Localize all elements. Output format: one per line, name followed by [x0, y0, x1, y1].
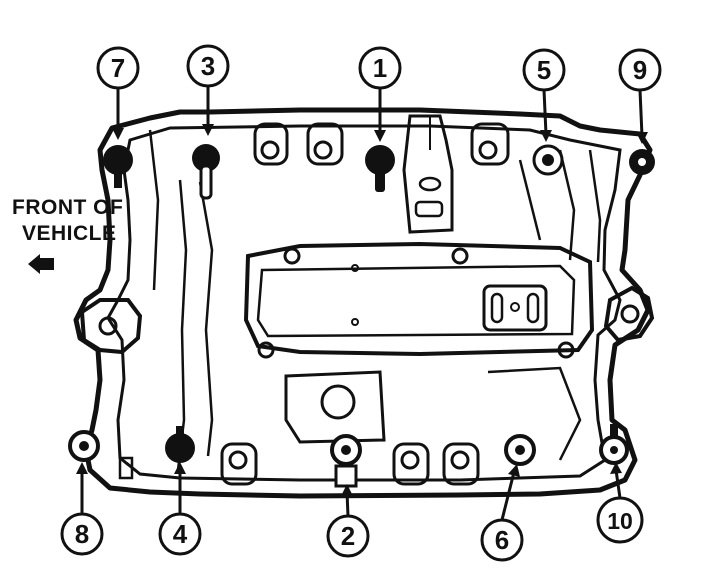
callout-2: 2: [326, 484, 370, 558]
callout-7: 7: [96, 46, 140, 140]
bolt-2: [330, 434, 362, 488]
callout-label: 4: [173, 519, 188, 549]
front-label-line1: FRONT OF: [12, 196, 123, 219]
callout-label: 1: [373, 53, 387, 83]
callout-5: 5: [522, 48, 566, 142]
bolt-1: [365, 145, 395, 192]
bolt-5: [532, 144, 564, 176]
bolt-4: [165, 426, 195, 463]
front-of-vehicle-indicator: FRONT OF VEHICLE: [12, 196, 123, 274]
callout-8: 8: [60, 462, 104, 556]
callout-label: 9: [633, 55, 647, 85]
manifold-body: [73, 107, 655, 499]
callout-label: 3: [201, 51, 215, 81]
callout-label: 10: [607, 508, 633, 534]
callout-10: 10: [596, 462, 644, 544]
callout-label: 2: [341, 521, 355, 551]
callout-3: 3: [186, 44, 230, 136]
callout-label: 5: [537, 55, 551, 85]
callout-label: 7: [111, 53, 125, 83]
bolt-9: [629, 149, 655, 175]
front-label-line2: VEHICLE: [22, 222, 117, 245]
callout-4: 4: [158, 462, 202, 556]
bolt-6: [504, 434, 536, 466]
callout-label: 8: [75, 519, 89, 549]
callout-label: 6: [495, 525, 509, 555]
callout-9: 9: [618, 48, 662, 144]
callout-6: 6: [480, 464, 524, 562]
bolt-3: [192, 144, 220, 200]
arrow-left-icon: [28, 254, 54, 274]
bolt-7: [103, 145, 133, 188]
bolt-8: [68, 430, 100, 462]
callout-1: 1: [358, 46, 402, 142]
bolt-10: [599, 424, 629, 465]
